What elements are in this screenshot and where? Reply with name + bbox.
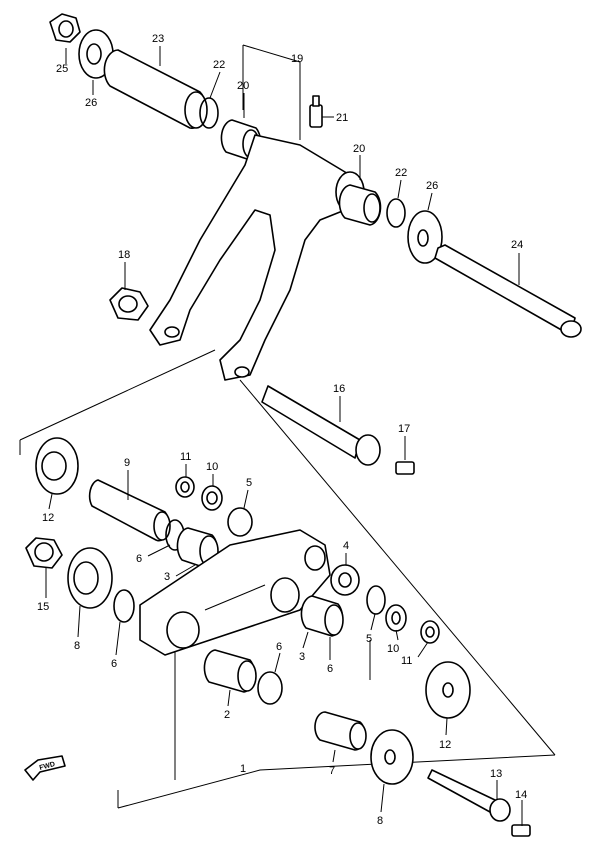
label-8-lower: 8 bbox=[377, 815, 383, 827]
label-2: 2 bbox=[224, 709, 230, 721]
label-15: 15 bbox=[37, 601, 49, 613]
label-12-upper: 12 bbox=[42, 512, 54, 524]
fwd-text: FWD bbox=[39, 761, 56, 772]
seal-5-upper bbox=[227, 507, 253, 537]
grease-nipple-21 bbox=[309, 95, 323, 128]
label-22-lower: 22 bbox=[395, 167, 407, 179]
label-14: 14 bbox=[515, 789, 527, 801]
label-11-right: 11 bbox=[401, 655, 412, 667]
seal-22-upper bbox=[199, 97, 219, 129]
bearing-3-right bbox=[300, 595, 344, 637]
bolt-13 bbox=[427, 769, 511, 822]
label-20-right: 20 bbox=[353, 143, 365, 155]
washer-10-upper bbox=[201, 485, 223, 511]
nut-15 bbox=[25, 537, 63, 569]
label-11-upper: 11 bbox=[180, 451, 191, 463]
washer-26-lower bbox=[407, 210, 443, 264]
label-26-lower: 26 bbox=[426, 180, 438, 192]
nut-25 bbox=[49, 13, 81, 43]
nut-18 bbox=[109, 287, 149, 321]
label-3-left: 3 bbox=[164, 571, 170, 583]
label-3-right: 3 bbox=[299, 651, 305, 663]
label-10-upper: 10 bbox=[206, 461, 218, 473]
bearing-20-right bbox=[338, 184, 382, 226]
label-7: 7 bbox=[329, 765, 335, 777]
washer-12-upper bbox=[35, 437, 79, 495]
label-23: 23 bbox=[152, 33, 164, 45]
bearing-3-left bbox=[176, 527, 219, 569]
label-22-upper: 22 bbox=[213, 59, 225, 71]
seal-6-left bbox=[113, 589, 135, 623]
fwd-arrow-icon: FWD bbox=[24, 755, 66, 781]
label-18: 18 bbox=[118, 249, 130, 261]
label-6-mid: 6 bbox=[276, 641, 282, 653]
label-6-left: 6 bbox=[111, 658, 117, 670]
grease-nipple-14 bbox=[511, 824, 531, 837]
label-4: 4 bbox=[343, 540, 349, 552]
bolt-24 bbox=[434, 244, 582, 338]
collar-9 bbox=[88, 479, 171, 542]
seal-22-lower bbox=[386, 198, 406, 228]
sleeve-23 bbox=[103, 49, 208, 129]
washer-8-left bbox=[67, 547, 113, 609]
label-26-upper: 26 bbox=[85, 97, 97, 109]
washer-12-lower bbox=[425, 661, 471, 719]
label-6-upper: 6 bbox=[136, 553, 142, 565]
label-5-upper: 5 bbox=[246, 477, 252, 489]
washer-8-lower bbox=[370, 729, 414, 785]
label-1: 1 bbox=[240, 763, 246, 775]
collar-4 bbox=[330, 564, 360, 596]
assembly-bracket-lines bbox=[19, 44, 556, 809]
label-10-right: 10 bbox=[387, 643, 399, 655]
collar-7 bbox=[314, 711, 367, 751]
label-25: 25 bbox=[56, 63, 68, 75]
label-5-right: 5 bbox=[366, 633, 372, 645]
label-16: 16 bbox=[333, 383, 345, 395]
label-13: 13 bbox=[490, 768, 502, 780]
seal-5-right bbox=[366, 585, 386, 615]
label-9: 9 bbox=[124, 457, 130, 469]
bolt-16 bbox=[261, 385, 381, 466]
label-8-left: 8 bbox=[74, 640, 80, 652]
collar-11-right bbox=[420, 620, 440, 644]
label-19: 19 bbox=[291, 53, 303, 65]
washer-10-right bbox=[385, 604, 407, 632]
seal-6-lower bbox=[257, 671, 283, 705]
cushion-lever-19 bbox=[149, 134, 365, 381]
cushion-rod-1 bbox=[139, 529, 331, 656]
label-21: 21 bbox=[336, 112, 348, 124]
grease-nipple-17 bbox=[395, 461, 415, 475]
label-12-lower: 12 bbox=[439, 739, 451, 751]
label-24: 24 bbox=[511, 239, 523, 251]
leader-lines bbox=[45, 46, 523, 826]
label-17: 17 bbox=[398, 423, 410, 435]
label-6-right: 6 bbox=[327, 663, 333, 675]
label-20-left: 20 bbox=[237, 80, 249, 92]
bearing-2 bbox=[203, 649, 257, 693]
collar-11-upper bbox=[175, 476, 195, 498]
